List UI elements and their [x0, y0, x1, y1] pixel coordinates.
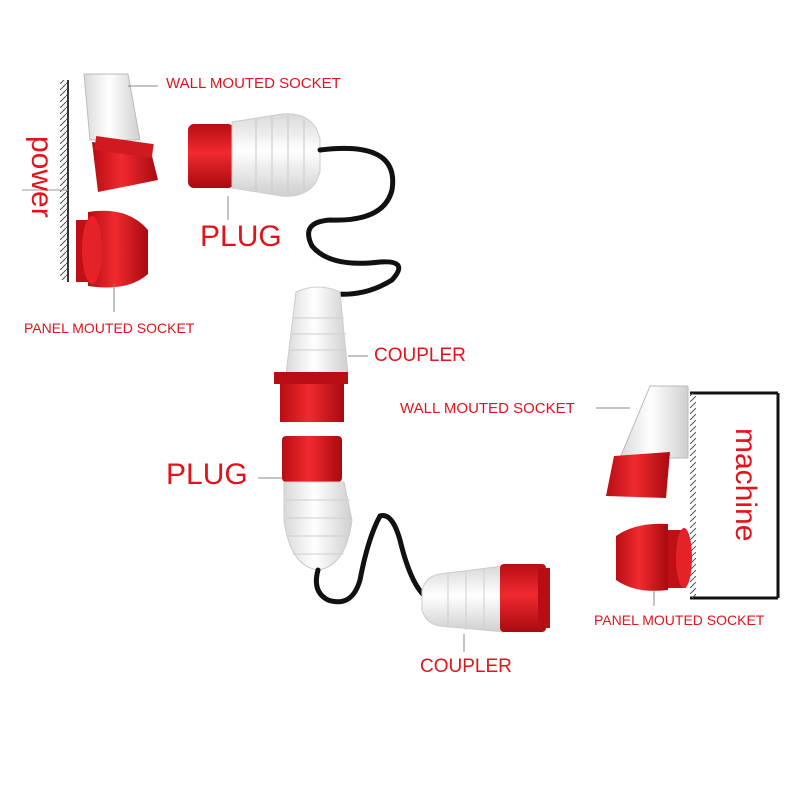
- panel-socket-label: PANEL MOUTED SOCKET: [594, 612, 765, 628]
- plug-label: PLUG: [166, 458, 248, 491]
- machine-label: machine: [729, 428, 762, 542]
- power-label: power: [25, 136, 58, 218]
- wall-socket-label: WALL MOUTED SOCKET: [166, 75, 341, 92]
- panel-mounted-socket-icon: [616, 523, 692, 591]
- plug-icon: [282, 436, 353, 571]
- plug-icon: [188, 113, 321, 197]
- machine-wall: [690, 391, 780, 600]
- coupler-icon: [274, 286, 349, 422]
- coupler-label: COUPLER: [420, 656, 512, 677]
- plug-label: PLUG: [200, 220, 282, 253]
- wall-socket-label: WALL MOUTED SOCKET: [400, 400, 575, 417]
- panel-mounted-socket-icon: [76, 210, 148, 288]
- power-wall: [22, 80, 69, 282]
- wall-mounted-socket-icon: [606, 385, 689, 498]
- cable-icon: [313, 513, 433, 605]
- coupler-icon: [421, 564, 550, 633]
- wall-mounted-socket-icon: [83, 73, 158, 192]
- leader-lines: [113, 85, 655, 652]
- panel-socket-label: PANEL MOUTED SOCKET: [24, 320, 195, 336]
- coupler-label: COUPLER: [374, 345, 466, 366]
- cable-icon: [306, 145, 402, 297]
